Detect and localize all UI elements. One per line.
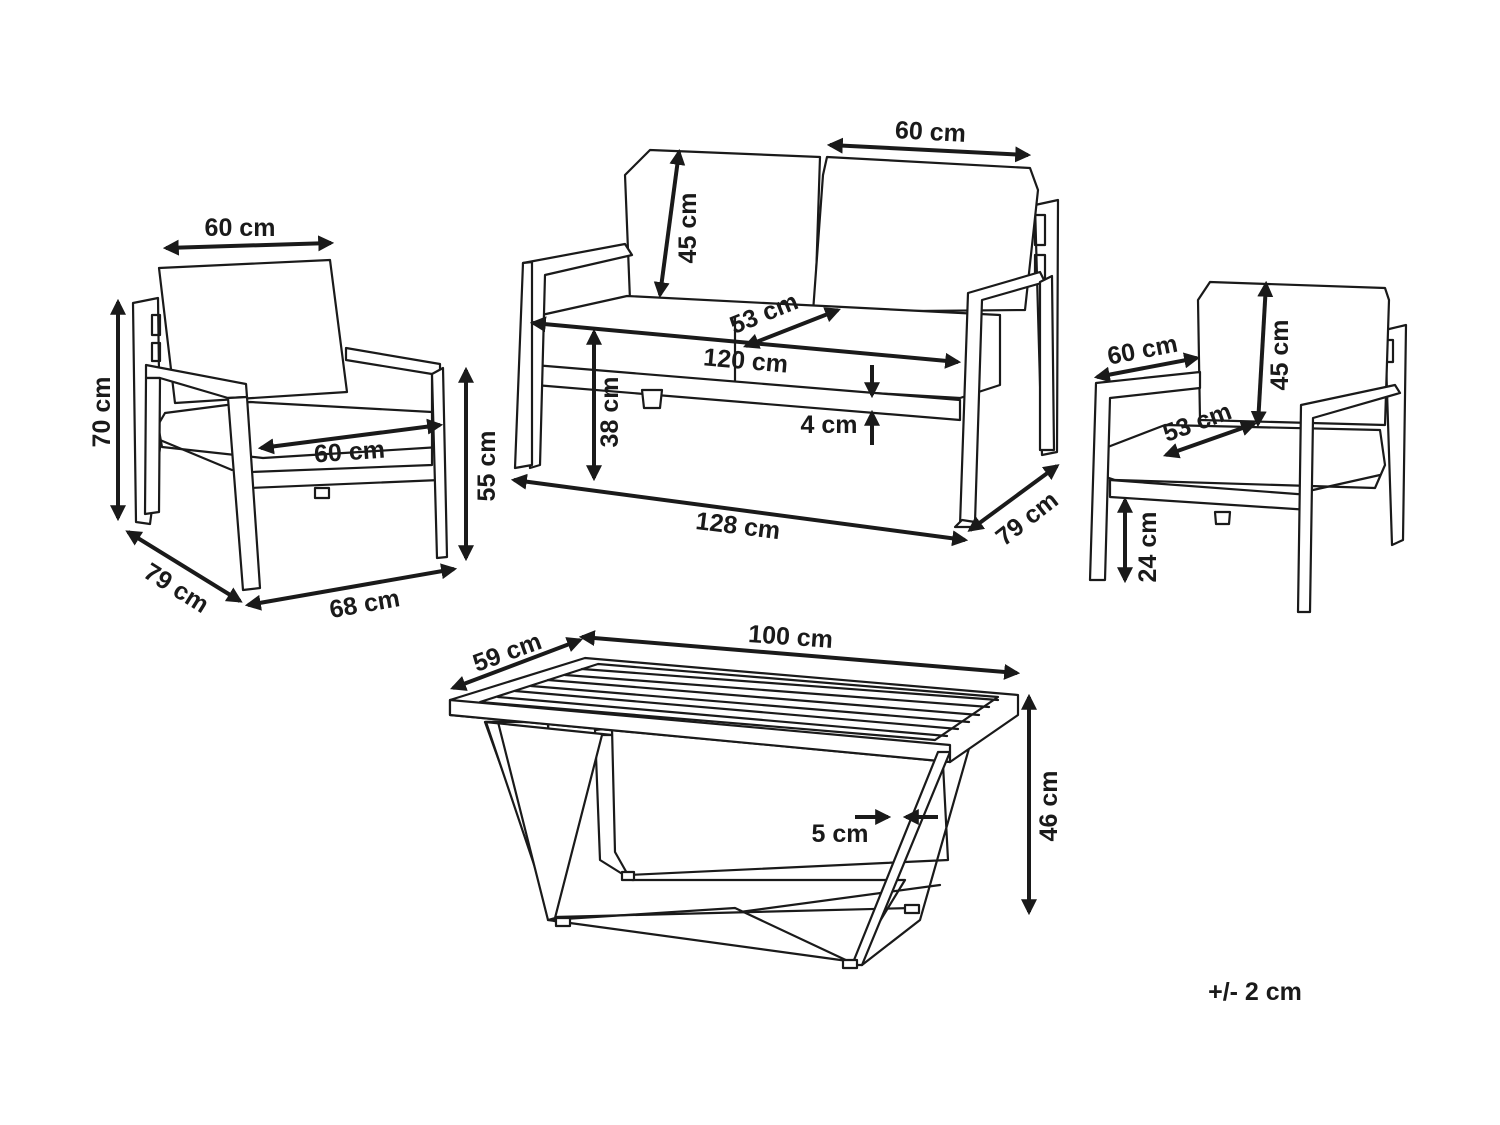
- armchair-right-right-arm: [1296, 383, 1402, 614]
- armchair-left-rear-leg: [430, 366, 449, 560]
- label-table-height: 46 cm: [1035, 771, 1063, 842]
- coffee-table: [448, 656, 1020, 970]
- label-armchair-left-depth: 79 cm: [139, 558, 214, 619]
- table-foot-4: [620, 870, 636, 882]
- table-slat-3: [529, 684, 971, 724]
- label-sofa-cushion-thickness: 4 cm: [801, 411, 858, 439]
- armchair-left-front-left-post: [143, 376, 162, 516]
- sofa: [513, 148, 1060, 529]
- table-right-leg: [850, 750, 952, 967]
- arrow-armchair-left-seat-width: [257, 418, 444, 455]
- label-sofa-back-height: 45 cm: [674, 193, 702, 264]
- arrow-sofa-depth: [967, 464, 1060, 532]
- table-slat-1: [496, 695, 949, 738]
- armchair-right-back-cushion: [1196, 280, 1391, 427]
- sofa-back-cushion-left: [623, 148, 822, 312]
- arrow-sofa-seat-width: [529, 316, 962, 369]
- sofa-foot-left: [640, 388, 664, 410]
- label-armchair-left-back-width: 60 cm: [205, 214, 276, 242]
- label-tolerance: +/- 2 cm: [1208, 978, 1302, 1006]
- armchair-left-frame-slot-2: [150, 341, 162, 363]
- label-table-depth: 59 cm: [469, 627, 545, 678]
- label-armchair-right-clearance: 24 cm: [1134, 512, 1162, 583]
- label-armchair-right-back-height: 45 cm: [1266, 320, 1294, 391]
- armchair-right-seat-cushion: [1098, 423, 1387, 490]
- label-armchair-left-arm-height: 55 cm: [473, 431, 501, 502]
- table-cross-bar: [738, 883, 942, 914]
- arrow-sofa-back-height: [653, 148, 686, 299]
- arrow-sofa-cushion-width: [826, 137, 1032, 163]
- armchair-left-side-rail: [158, 438, 234, 472]
- table-base-rail: [553, 906, 914, 919]
- arrow-armchair-left-depth: [125, 530, 243, 603]
- label-sofa-seat-height: 38 cm: [596, 377, 624, 448]
- sofa-right-foot: [953, 518, 977, 529]
- arrow-sofa-total-width: [510, 473, 969, 547]
- arrow-table-depth: [450, 637, 583, 691]
- arrow-armchair-left-back-width: [162, 235, 335, 256]
- arrow-armchair-left-width: [244, 563, 458, 611]
- dimension-arrows: [110, 137, 1274, 916]
- sofa-frame-slot: [1033, 213, 1047, 247]
- arrow-armchair-right-width: [1093, 352, 1201, 383]
- armchair-right-side-rail: [1311, 473, 1382, 492]
- table-slat-2: [513, 689, 960, 731]
- label-table-leg-width: 5 cm: [812, 820, 869, 848]
- armchair-left-back-cushion: [157, 258, 349, 405]
- armchair-right-back-frame: [1383, 323, 1408, 547]
- armchair-left-foot: [313, 486, 331, 500]
- table-foot-2: [903, 903, 921, 915]
- armchair-right-foot: [1213, 510, 1232, 526]
- sofa-left-arm: [521, 242, 634, 470]
- table-slat-4: [546, 678, 981, 717]
- label-armchair-left-height: 70 cm: [88, 377, 116, 448]
- armchair-left: [131, 258, 449, 592]
- label-sofa-depth: 79 cm: [991, 486, 1064, 552]
- sofa-back-cushion-right: [811, 155, 1040, 314]
- arrow-armchair-right-back-height: [1250, 280, 1274, 428]
- label-sofa-cushion-width: 60 cm: [894, 116, 966, 148]
- arrow-armchair-right-seat-depth: [1162, 420, 1258, 459]
- label-table-width: 100 cm: [747, 620, 834, 654]
- label-armchair-left-seat-width: 60 cm: [313, 436, 386, 469]
- sofa-right-rear-leg: [1038, 274, 1056, 452]
- sofa-left-front-post: [513, 260, 534, 470]
- table-foot-1: [554, 916, 572, 928]
- armchair-left-frame-slot: [150, 313, 162, 337]
- table-foot-3: [841, 958, 859, 970]
- arrow-table-width: [578, 630, 1021, 680]
- table-slat-5: [563, 673, 991, 709]
- table-top-front-edge: [448, 698, 952, 764]
